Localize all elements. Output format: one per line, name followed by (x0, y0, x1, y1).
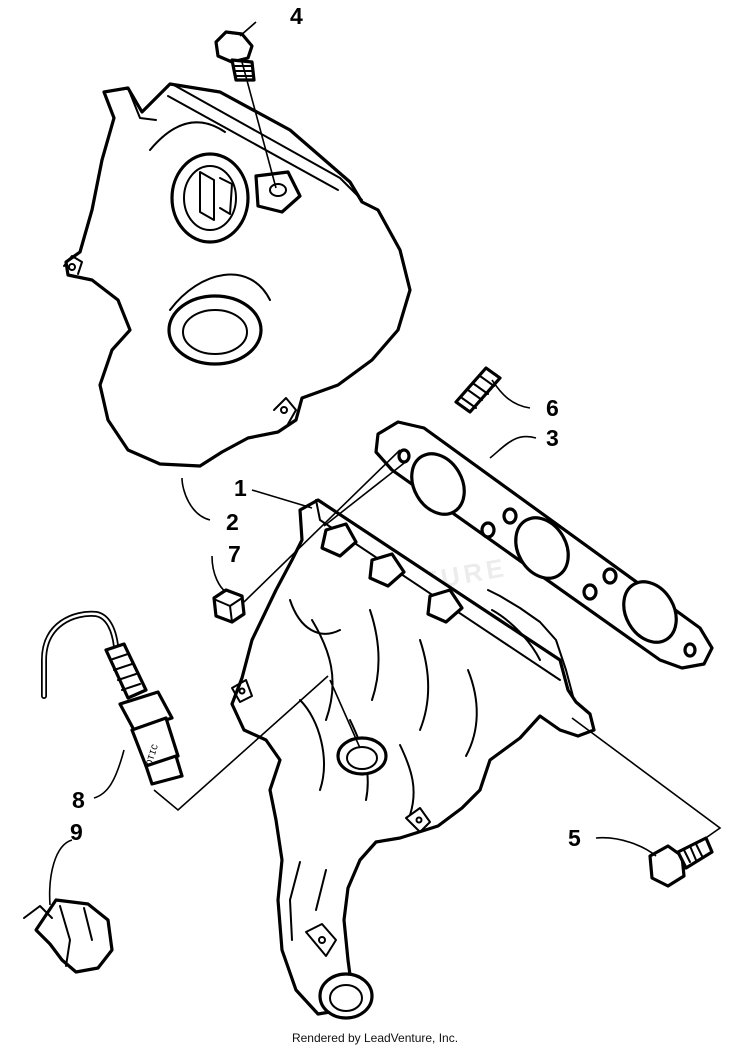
callout-7: 7 (228, 541, 241, 567)
stud-6 (454, 366, 502, 414)
bolt-4 (214, 30, 256, 82)
sensor-clip (23, 898, 114, 974)
callout-9: 9 (70, 819, 83, 845)
callout-labels: 1 2 3 4 5 6 7 8 9 (70, 3, 581, 851)
callout-5: 5 (568, 825, 581, 851)
nut-7 (212, 588, 246, 624)
callout-8: 8 (72, 787, 85, 813)
callout-4: 4 (290, 3, 303, 29)
callout-1: 1 (234, 475, 247, 501)
leader-lines (48, 21, 722, 906)
callout-2: 2 (226, 509, 239, 535)
render-credit: Rendered by LeadVenture, Inc. (291, 1031, 459, 1045)
oxygen-sensor: OTIC (41, 610, 184, 786)
heat-shield (63, 82, 412, 468)
callout-3: 3 (546, 425, 559, 451)
bolt-5 (648, 836, 714, 888)
exhaust-manifold (230, 498, 596, 1020)
callout-6: 6 (546, 395, 559, 421)
